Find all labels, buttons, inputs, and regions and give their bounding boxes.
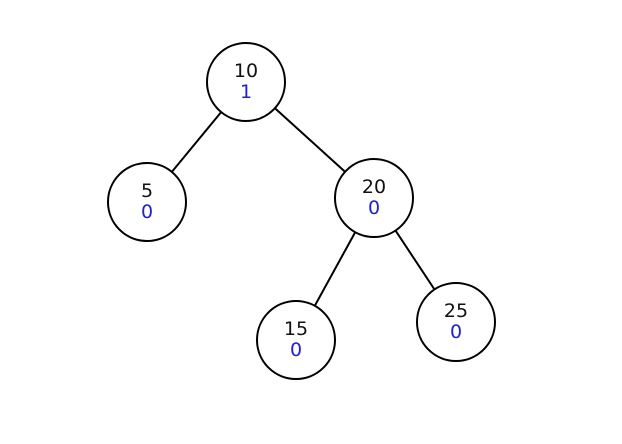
node-aux-value: 1 <box>239 81 253 103</box>
node-aux-value: 0 <box>140 201 154 223</box>
node-value: 5 <box>140 180 154 202</box>
tree-node-20: 20 0 <box>334 158 414 238</box>
node-aux-value: 0 <box>367 197 381 219</box>
node-value: 20 <box>361 176 387 198</box>
node-aux-value: 0 <box>449 321 463 343</box>
node-value: 15 <box>283 318 309 340</box>
node-aux-value: 0 <box>289 339 303 361</box>
tree-node-10: 10 1 <box>206 42 286 122</box>
tree-node-15: 15 0 <box>256 300 336 380</box>
node-value: 10 <box>233 60 259 82</box>
node-value: 25 <box>443 300 469 322</box>
tree-node-25: 25 0 <box>416 282 496 362</box>
tree-node-5: 5 0 <box>107 162 187 242</box>
